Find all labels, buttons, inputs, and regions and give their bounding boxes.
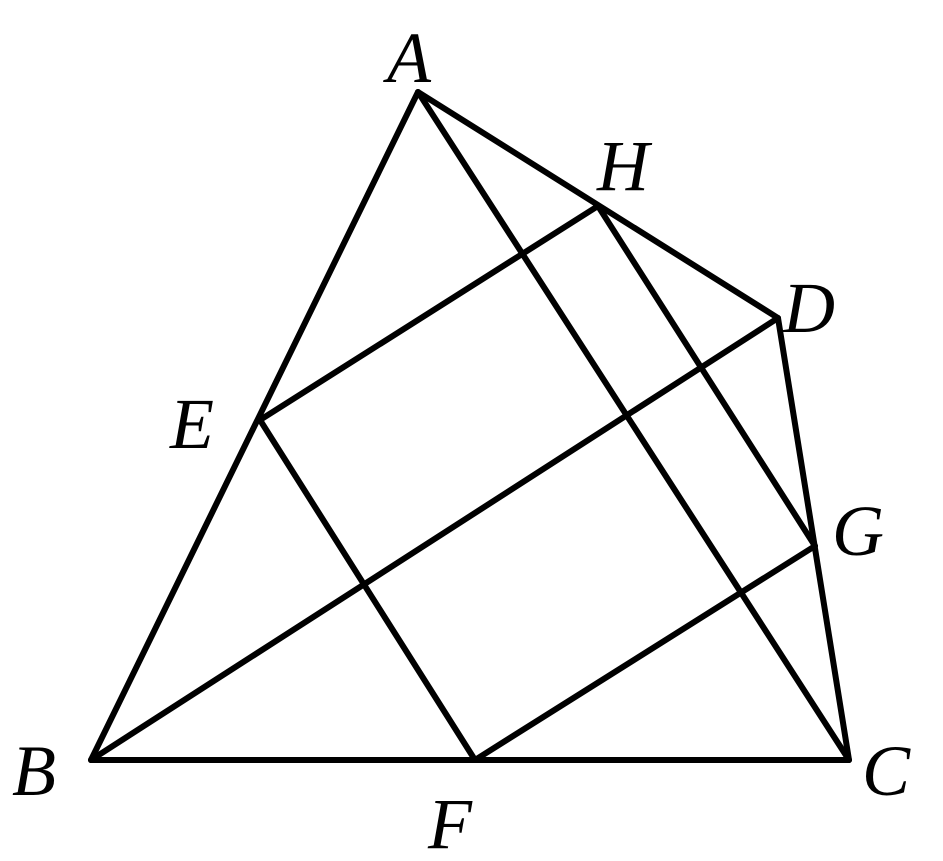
label-h: H — [596, 126, 653, 206]
segment-ef — [257, 417, 478, 763]
label-f: F — [427, 784, 473, 861]
segments — [88, 89, 852, 763]
label-b: B — [12, 731, 56, 811]
diagonal-bd — [88, 315, 781, 763]
segment-gh — [595, 203, 818, 549]
label-g: G — [832, 491, 884, 571]
label-a: A — [383, 18, 432, 98]
segment-he — [257, 203, 601, 423]
diagonal-ac — [415, 89, 852, 763]
label-d: D — [782, 268, 835, 348]
segment-fg — [472, 543, 818, 763]
label-e: E — [169, 384, 214, 464]
label-c: C — [862, 731, 911, 811]
segment-ab — [88, 89, 421, 763]
point-labels: A H D E G B C F — [12, 18, 911, 861]
